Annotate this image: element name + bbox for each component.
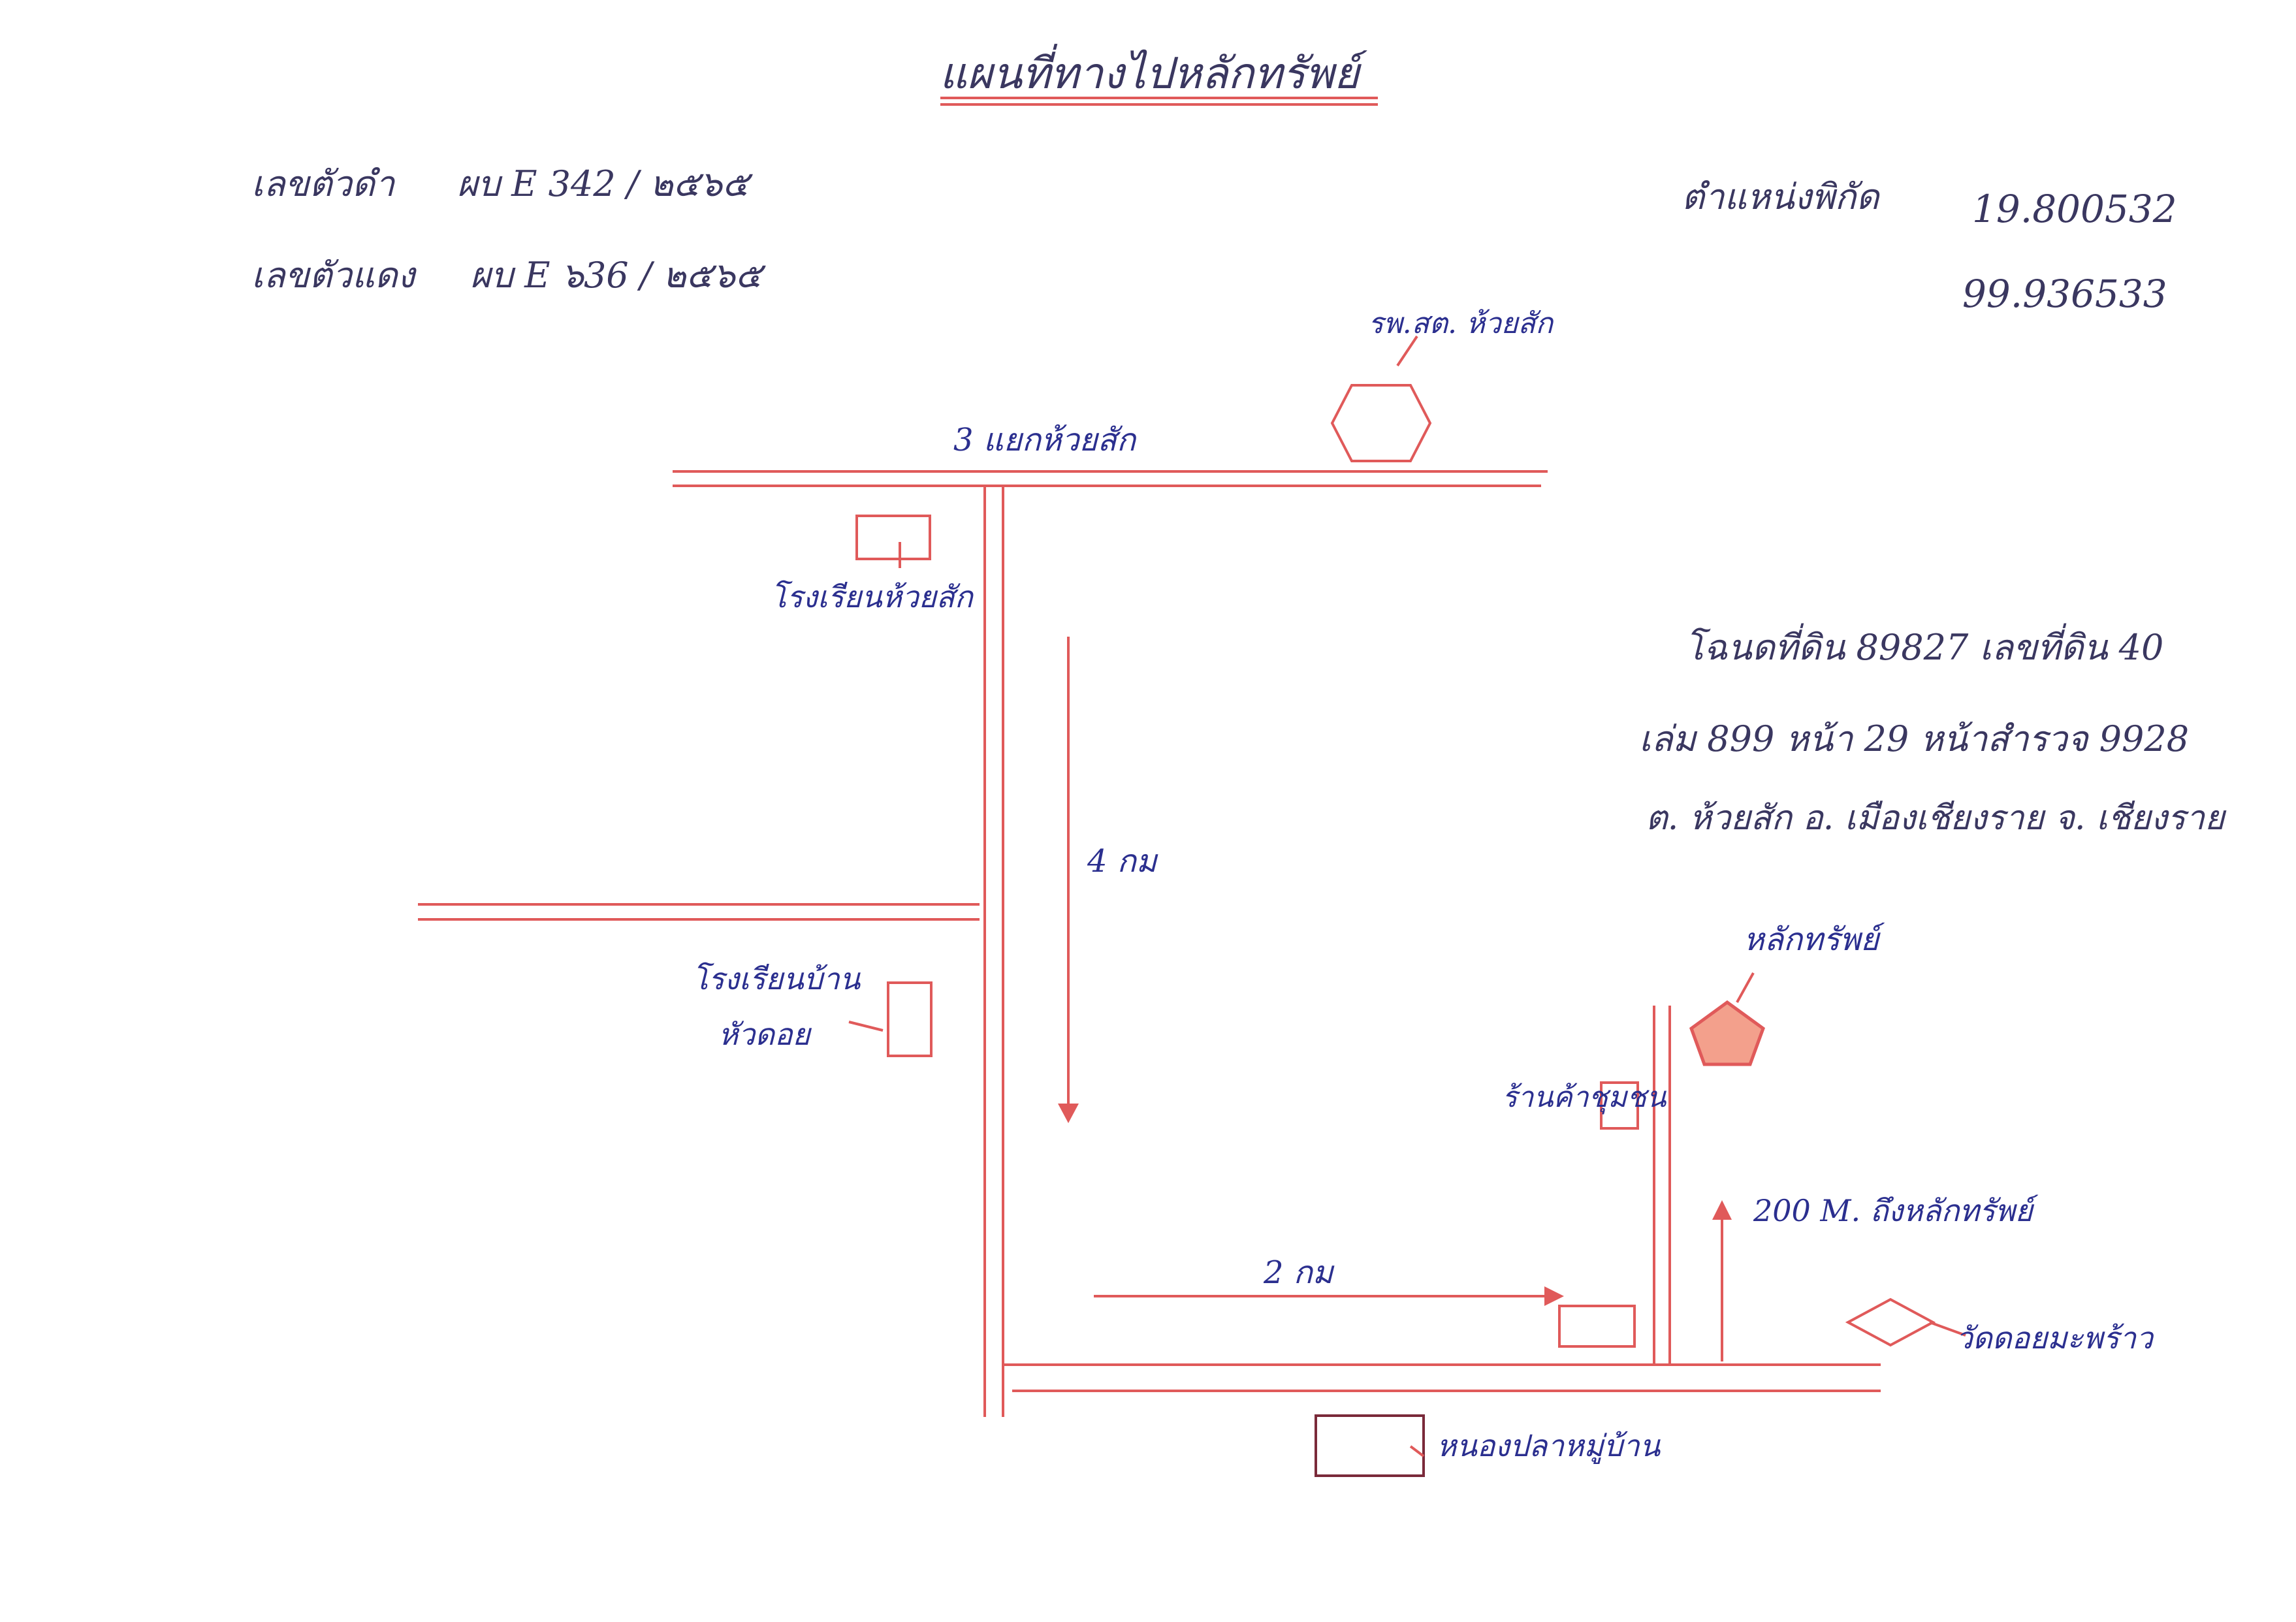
property-pointer <box>1736 972 1755 1003</box>
property-marker-icon <box>1689 1000 1765 1066</box>
pond-icon <box>1315 1414 1425 1477</box>
route-arrow-right-head-icon <box>1544 1286 1564 1306</box>
school2-building-icon <box>887 981 933 1057</box>
hospital-pointer <box>1396 335 1418 367</box>
school2-label-line2: หัวดอย <box>718 1017 812 1052</box>
distance-2km-label: 2 กม <box>1263 1254 1335 1291</box>
junction-label: 3 แยกห้วยสัก <box>953 422 1138 458</box>
hospital-label: รพ.สต. ห้วยสัก <box>1368 307 1554 340</box>
pond-pointer <box>1409 1445 1425 1457</box>
deed-line-2: เล่ม 899 หน้า 29 หน้าสำรวจ 9928 <box>1639 718 2189 759</box>
red-case-label: เลขตัวแดง <box>251 255 417 296</box>
black-case-label: เลขตัวดำ <box>251 163 396 204</box>
school1-building-icon <box>855 515 931 560</box>
school2-pointer <box>848 1021 884 1032</box>
black-case-number: ผบ E 342 / ๒๕๖๕ <box>457 163 753 204</box>
temple-pointer <box>1929 1321 1966 1337</box>
shop-label: ร้านค้าชุมชน <box>1502 1081 1667 1115</box>
school2-label-line1: โรงเรียนบ้าน <box>692 961 861 996</box>
deed-line-1: โฉนดที่ดิน 89827 เลขที่ดิน 40 <box>1685 623 2163 668</box>
shop-building-icon <box>1600 1081 1639 1130</box>
latitude-value: 19.800532 <box>1972 187 2177 231</box>
junction-building-icon <box>1558 1305 1636 1348</box>
page-title: แผนที่ทางไปหลักทรัพย์ <box>940 44 1368 99</box>
coordinates-label: ตำแหน่งพิกัด <box>1682 176 1881 217</box>
temple-label: วัดดอยมะพร้าว <box>1956 1320 2155 1356</box>
route-arrow-down-head-icon <box>1058 1104 1079 1123</box>
hospital-hexagon-icon <box>1330 384 1432 462</box>
route-arrow-up-head-icon <box>1712 1200 1732 1220</box>
property-label: หลักทรัพย์ <box>1744 921 1885 958</box>
distance-200m-label: 200 M. ถึงหลักทรัพย์ <box>1753 1193 2039 1228</box>
distance-4km-label: 4 กม <box>1087 843 1158 880</box>
red-case-number: ผบ E ๖36 / ๒๕๖๕ <box>470 255 766 296</box>
pond-label: หนองปลาหมู่บ้าน <box>1437 1428 1661 1464</box>
longitude-value: 99.936533 <box>1962 272 2167 316</box>
school1-label: โรงเรียนห้วยสัก <box>771 579 974 614</box>
deed-line-3: ต. ห้วยสัก อ. เมืองเชียงราย จ. เชียงราย <box>1646 799 2227 838</box>
temple-diamond-icon <box>1845 1297 1936 1347</box>
